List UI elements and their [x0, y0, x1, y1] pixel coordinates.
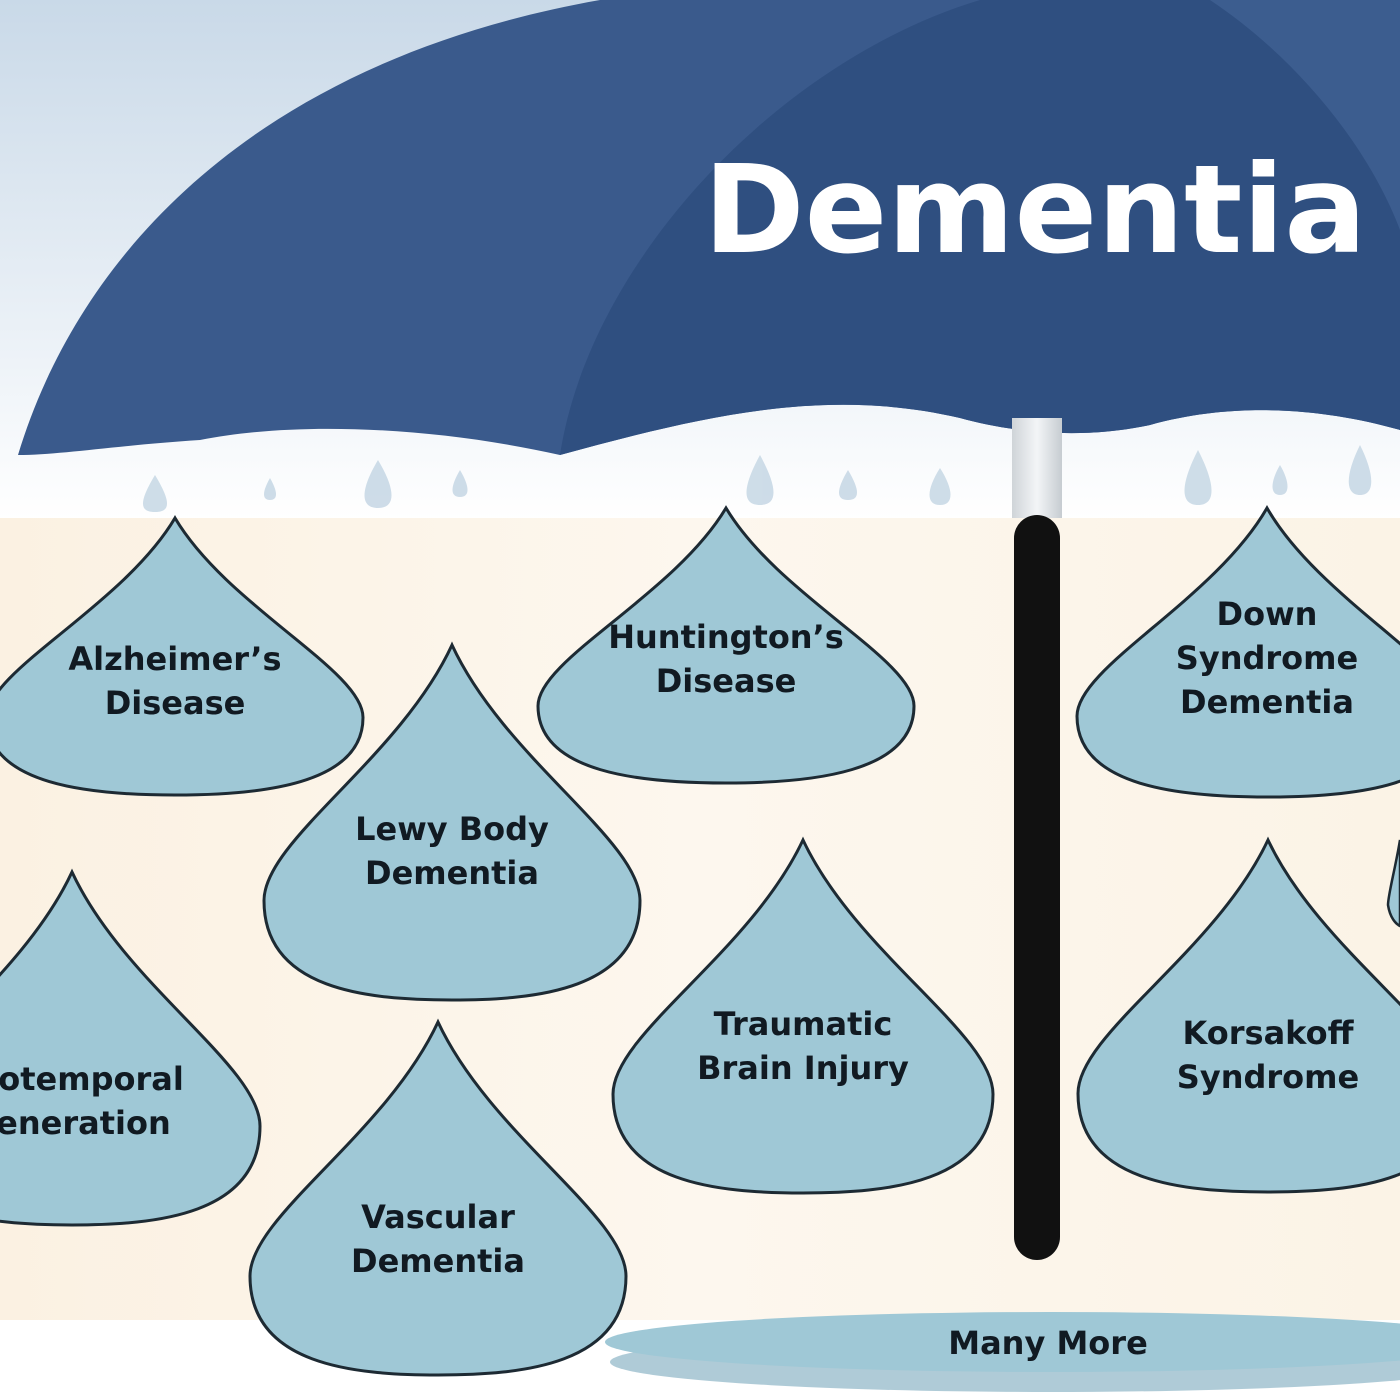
umbrella-pole: [1012, 418, 1062, 518]
drop-shape: [262, 641, 642, 1002]
frontotemporal-drop: ntotemporal generation: [0, 868, 262, 1227]
drop-label-line: Vascular: [361, 1198, 515, 1236]
faint-drops: [142, 445, 1372, 512]
drop-shape: [536, 505, 916, 785]
drop-label-line: Lewy Body: [355, 810, 549, 848]
drop-shape: [0, 515, 365, 797]
drop-label-line: Disease: [656, 662, 797, 700]
many-more-label: Many More: [948, 1324, 1148, 1362]
drop-shape: [0, 868, 262, 1227]
drop-label-line: Syndrome: [1177, 1058, 1359, 1096]
dementia-type-drops: Alzheimer’sDiseaseHuntington’sDiseaseDow…: [0, 504, 1400, 1377]
drop-label-line: Traumatic: [714, 1005, 893, 1043]
drop-label-line: Down: [1217, 595, 1318, 633]
partial-drop-edge: [1386, 839, 1400, 928]
drop-label-line: Brain Injury: [697, 1049, 909, 1087]
drop-shape: [611, 836, 995, 1195]
umbrella-panel-right: [560, 0, 1400, 455]
drop-label-line: Dementia: [1180, 683, 1354, 721]
drop-label-line: Huntington’s: [608, 618, 844, 656]
drop-shape: [248, 1018, 628, 1377]
drop-shape: [1075, 504, 1400, 799]
umbrella-handle: [1014, 515, 1060, 1260]
drop-label-line: generation: [0, 1104, 171, 1142]
umbrella-rib-highlight: [1210, 0, 1400, 230]
drop-label-line: Dementia: [365, 854, 539, 892]
drop-label-line: Disease: [105, 684, 246, 722]
many-more-puddle: Many More: [605, 1312, 1400, 1392]
drop-label-line: ntotemporal: [0, 1060, 184, 1098]
page-title: Dementia: [703, 139, 1366, 281]
drop-shape: [1076, 836, 1400, 1194]
drop-label-line: Dementia: [351, 1242, 525, 1280]
drop-label-line: Korsakoff: [1183, 1014, 1355, 1052]
drop-label-line: Alzheimer’s: [68, 640, 281, 678]
drop-label-line: Syndrome: [1176, 639, 1358, 677]
